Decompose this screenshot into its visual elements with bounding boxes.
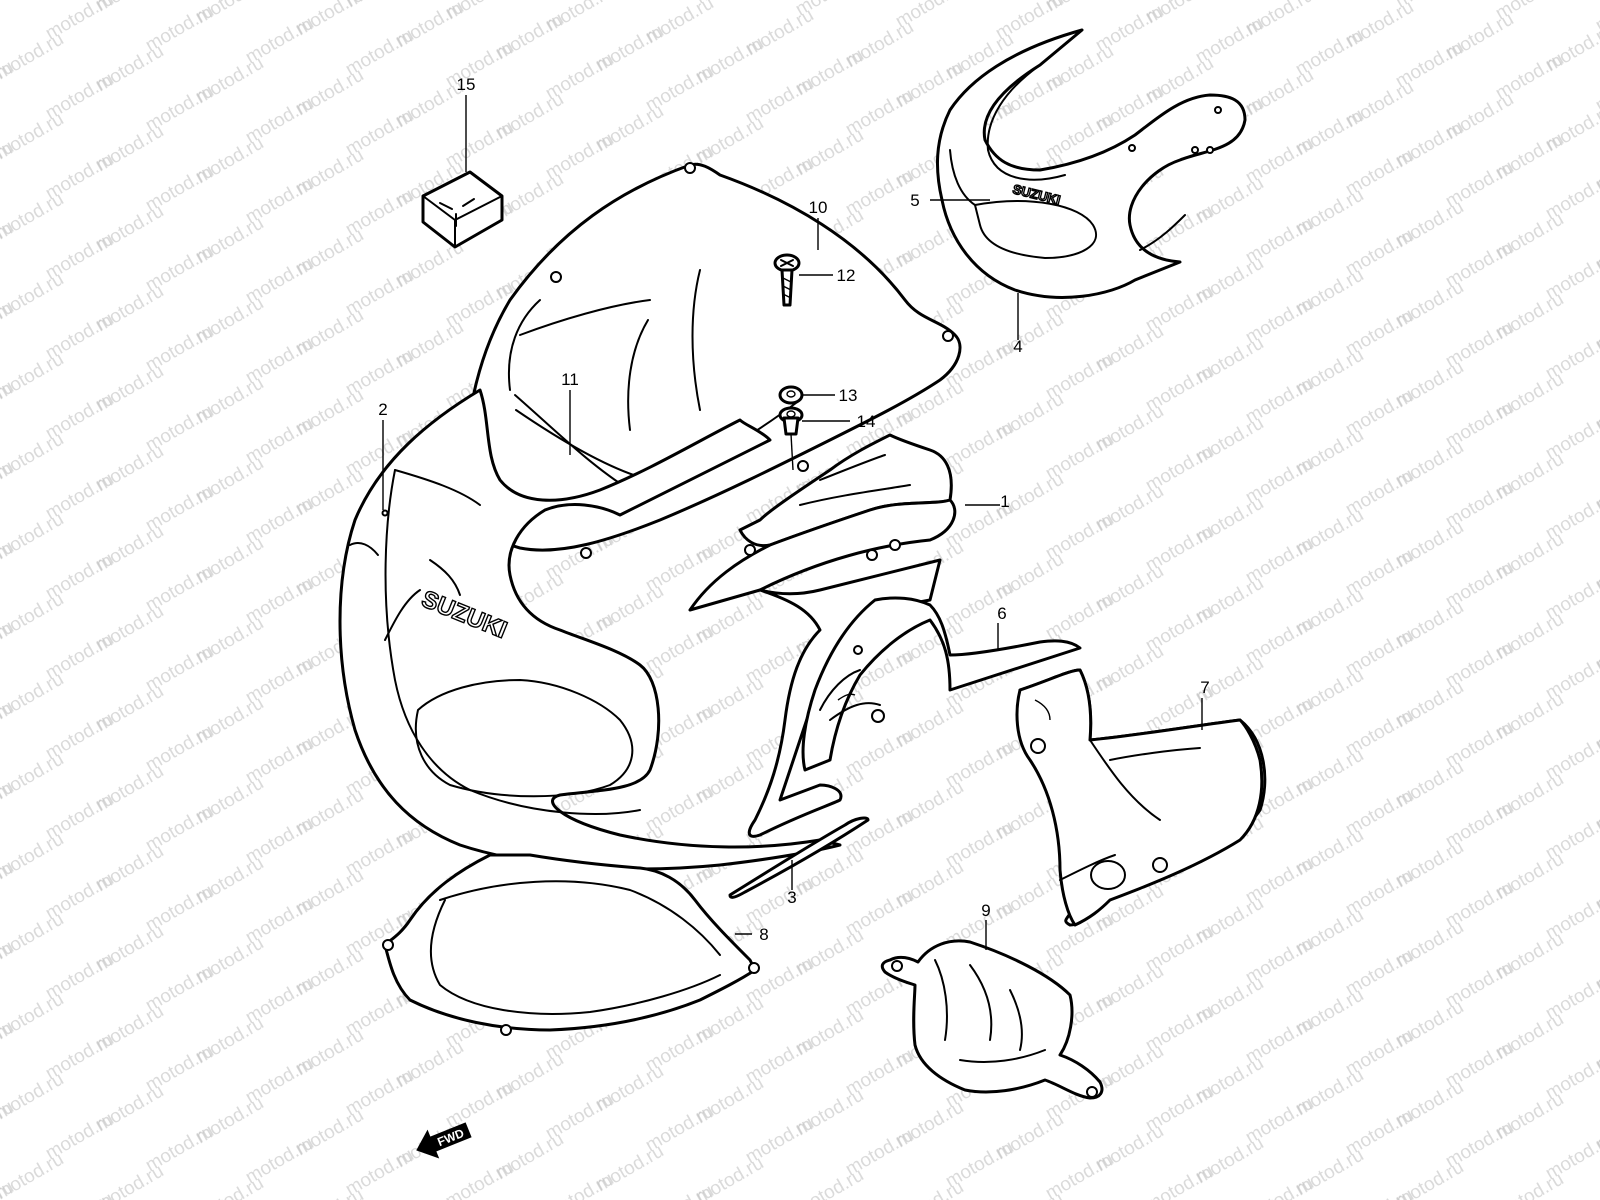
callout-1: 1 xyxy=(1000,492,1009,511)
part-2-upper-fairing xyxy=(338,388,842,871)
callout-14: 14 xyxy=(857,412,876,431)
callout-12: 12 xyxy=(837,266,856,285)
watermark-text: motod.ru xyxy=(1342,1185,1417,1200)
watermark-text: motod.ru xyxy=(1142,1161,1217,1200)
watermark-text: motod.ru xyxy=(292,1185,367,1200)
watermark-text: motod.ru xyxy=(542,1169,617,1200)
watermark-text: motod.ru xyxy=(0,0,67,4)
watermark-text: motod.ru xyxy=(642,1181,717,1200)
watermark-text: motod.ru xyxy=(1242,1173,1317,1200)
callout-5: 5 xyxy=(910,191,919,210)
callout-6: 6 xyxy=(997,604,1006,623)
part-3-trim-strip xyxy=(728,816,870,899)
callout-13: 13 xyxy=(839,386,858,405)
callout-9: 9 xyxy=(981,901,990,920)
watermark-text: motod.ru xyxy=(792,1165,867,1200)
part-15-box xyxy=(421,170,504,249)
watermark-text: motod.ru xyxy=(1592,1181,1600,1200)
watermark-text: motod.ru xyxy=(892,1177,967,1200)
part-6-inner-panel xyxy=(801,596,1082,772)
callout-15: 15 xyxy=(457,75,476,94)
watermark-text: motod.ru xyxy=(192,1173,267,1200)
part-8-lower-inner-panel xyxy=(382,853,760,1036)
watermark-text: motod.ru xyxy=(992,1189,1067,1200)
callout-10: 10 xyxy=(809,198,828,217)
part-1-side-cowling xyxy=(688,433,957,838)
watermark-text: motod.ru xyxy=(442,1157,517,1200)
screw-12 xyxy=(773,253,801,307)
watermark-text: motod.ru xyxy=(0,0,17,32)
part-10-windscreen xyxy=(463,162,962,559)
part-7-lower-cowling xyxy=(1015,668,1267,927)
part-4-inner-cowl xyxy=(935,28,1247,299)
callout-11: 11 xyxy=(561,370,579,389)
callout-8: 8 xyxy=(759,925,768,944)
callout-3: 3 xyxy=(787,888,796,907)
part-9-bracket-cover xyxy=(880,939,1104,1100)
nut-14 xyxy=(778,406,804,471)
callout-4: 4 xyxy=(1013,337,1022,356)
watermark-text: motod.ru xyxy=(42,1189,117,1200)
watermark-text: motod.ru xyxy=(1592,0,1600,36)
callout-2: 2 xyxy=(378,400,387,419)
callout-labels: 15 10 11 2 1 4 5 6 7 3 8 9 12 13 14 xyxy=(378,75,1209,944)
callout-7: 7 xyxy=(1200,678,1209,697)
washer-13 xyxy=(778,385,804,405)
watermark-text: motod.ru xyxy=(1492,1169,1567,1200)
leader-lines xyxy=(382,95,1203,950)
